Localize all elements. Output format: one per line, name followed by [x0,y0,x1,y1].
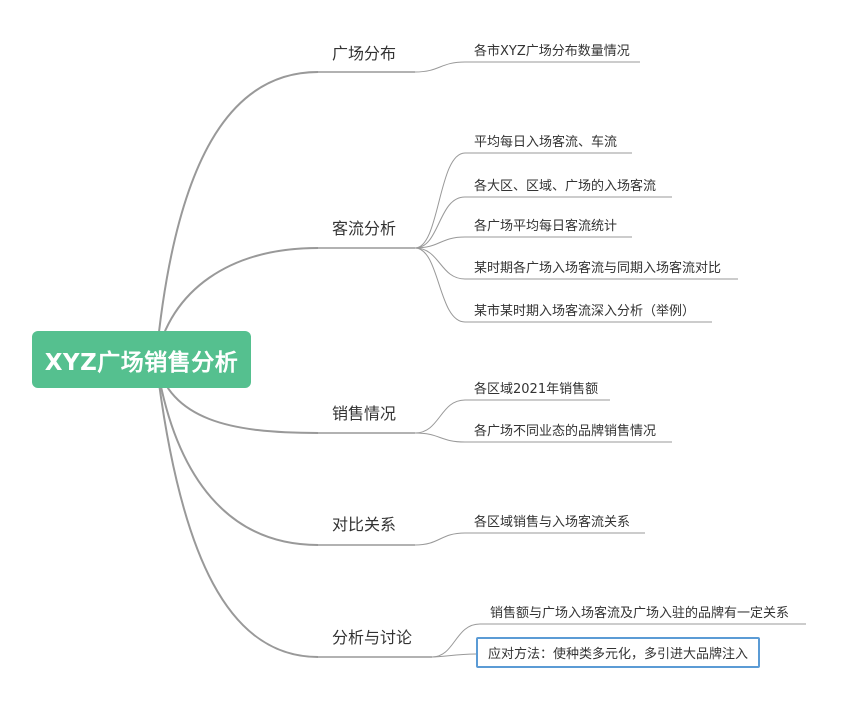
leaf-topic-5-1[interactable]: 销售额与广场入场客流及广场入驻的品牌有一定关系 [490,606,790,621]
branch-topic-2[interactable]: 客流分析 [332,219,397,238]
link-branch-5-leaf-2 [431,653,477,658]
link-branch-3-leaf-2 [414,432,466,443]
leaf-topic-4-1[interactable]: 各区域销售与入场客流关系 [474,515,631,530]
link-branch-2-leaf-3 [414,236,466,249]
link-branch-4-leaf-1 [414,532,466,546]
leaf-topic-2-2[interactable]: 各大区、区域、广场的入场客流 [474,179,657,194]
link-root-branch-5 [155,359,319,658]
link-branch-5-leaf-1 [431,623,481,658]
leaf-topic-2-4[interactable]: 某时期各广场入场客流与同期入场客流对比 [474,261,722,276]
link-branch-3-leaf-1 [414,399,466,434]
branch-topic-3[interactable]: 销售情况 [332,404,397,423]
link-root-branch-1 [155,71,319,361]
leaf-topic-1-1[interactable]: 各市XYZ广场分布数量情况 [474,44,630,59]
leaf-topic-3-1[interactable]: 各区域2021年销售额 [474,382,599,397]
branch-topic-5[interactable]: 分析与讨论 [332,628,413,647]
leaf-topic-2-3[interactable]: 各广场平均每日客流统计 [474,219,618,234]
root-topic[interactable]: XYZ广场销售分析 [32,331,251,388]
link-branch-2-leaf-2 [414,196,466,249]
leaf-topic-3-2[interactable]: 各广场不同业态的品牌销售情况 [474,424,657,439]
link-branch-1-leaf-1 [414,61,466,73]
branch-topic-1[interactable]: 广场分布 [332,44,397,63]
leaf-topic-2-5[interactable]: 某市某时期入场客流深入分析（举例） [474,304,696,319]
link-branch-2-leaf-5 [414,247,466,323]
link-branch-2-leaf-1 [414,152,466,249]
branch-topic-4[interactable]: 对比关系 [332,515,397,534]
leaf-topic-5-2-selected[interactable]: 应对方法：使种类多元化，多引进大品牌注入 [476,637,761,668]
leaf-topic-2-1[interactable]: 平均每日入场客流、车流 [474,135,618,150]
link-branch-2-leaf-4 [414,247,466,280]
link-root-branch-4 [155,359,319,546]
